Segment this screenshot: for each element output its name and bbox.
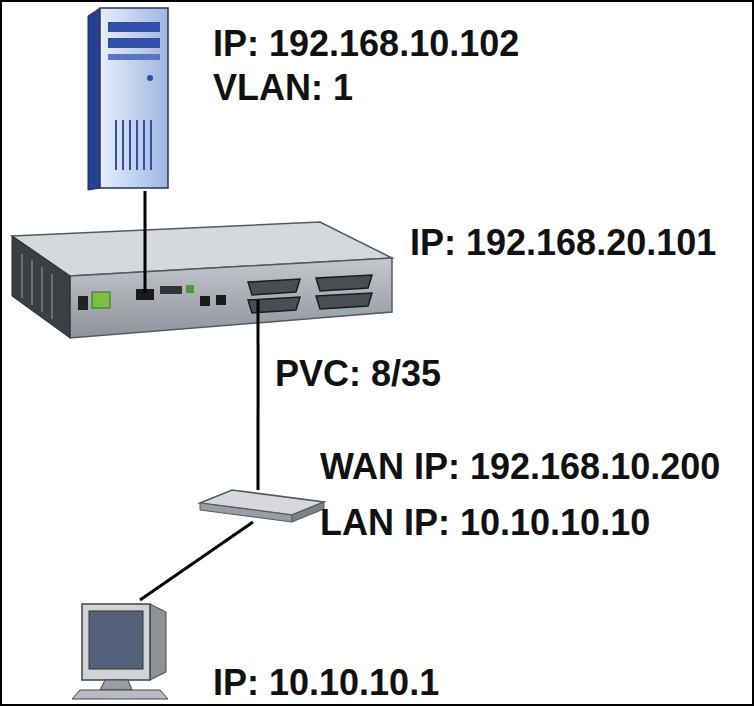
address-label: VLAN: 1 — [213, 70, 353, 106]
network-link — [257, 344, 260, 490]
dsl-modem — [200, 490, 324, 522]
device-node: WAN IP: 192.168.10.200LAN IP: 10.10.10.1… — [200, 490, 325, 522]
device-node: IP: 192.168.20.101 — [0, 222, 394, 344]
port-wire — [144, 222, 147, 293]
address-label: WAN IP: 192.168.10.200 — [320, 449, 720, 485]
server-tower — [88, 8, 168, 190]
pvc-label: PVC: 8/35 — [275, 356, 441, 392]
client-computer — [72, 604, 168, 699]
network-link — [143, 191, 146, 222]
network-link — [140, 522, 253, 600]
network-switch — [12, 222, 392, 344]
address-label: IP: 192.168.20.101 — [410, 225, 716, 261]
address-label: LAN IP: 10.10.10.10 — [320, 505, 650, 541]
port-wire — [257, 300, 260, 344]
address-label: IP: 192.168.10.102 — [213, 26, 519, 62]
address-label: IP: 10.10.10.1 — [213, 665, 439, 701]
device-node: IP: 10.10.10.1 — [78, 600, 168, 702]
device-node: IP: 192.168.10.102VLAN: 1 — [85, 5, 175, 191]
